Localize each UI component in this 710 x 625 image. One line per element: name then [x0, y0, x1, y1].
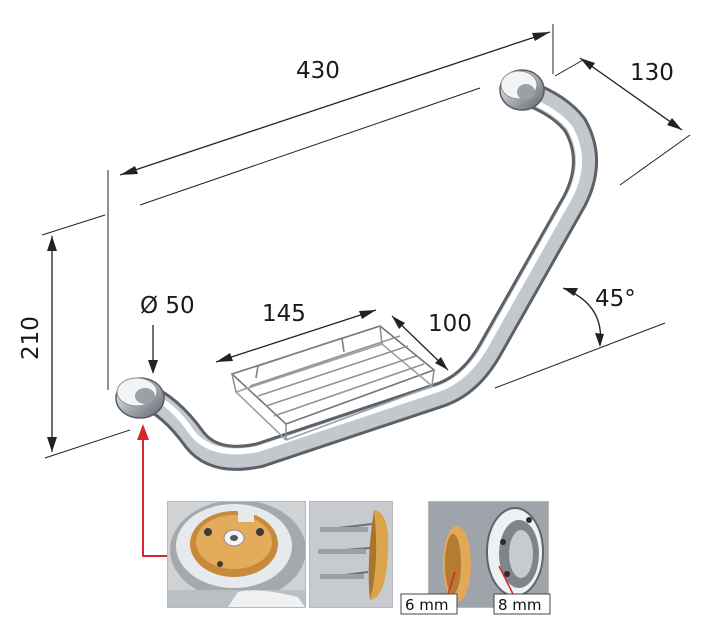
dimension-length: 430	[107, 24, 554, 390]
dim-basket-width-label: 145	[262, 301, 306, 327]
grab-bar	[130, 79, 598, 471]
dimension-rosette: Ø 50	[140, 293, 195, 374]
dim-height-label: 210	[18, 316, 44, 360]
dim-basket-depth-label: 100	[428, 311, 472, 337]
dim-rosette-label: Ø 50	[140, 293, 195, 319]
soap-basket	[230, 325, 436, 441]
dim-depth-label: 130	[630, 60, 674, 86]
left-rosette	[115, 377, 165, 419]
right-rosette	[499, 69, 545, 111]
photo-mounting-plate	[167, 501, 306, 608]
dimension-angle: 45°	[494, 286, 666, 389]
dim-angle-label: 45°	[595, 286, 636, 312]
dim-length-label: 430	[296, 58, 340, 84]
dimension-height: 210	[18, 214, 131, 459]
dimension-depth: 130	[554, 57, 691, 186]
dimension-basket-depth: 100	[391, 311, 472, 371]
photo-screws	[309, 501, 393, 608]
photo-washer-rosette	[428, 501, 549, 608]
dimension-basket-width: 145	[215, 301, 377, 363]
detail-pointer-arrow	[137, 424, 172, 557]
